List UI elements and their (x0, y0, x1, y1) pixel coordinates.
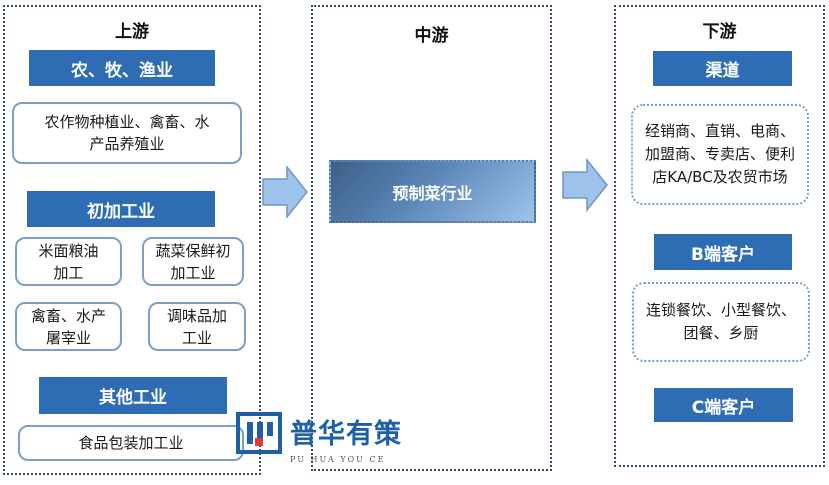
item-agriculture-text: 农作物种植业、禽畜、水产品养殖业 (44, 113, 210, 153)
midstream-title: 中游 (414, 26, 449, 46)
item-grain-oil: 米面粮油加工 (15, 237, 122, 286)
downstream-title: 下游 (702, 22, 737, 42)
upstream-title: 上游 (115, 22, 149, 42)
header-b-client: B端客户 (654, 234, 792, 270)
prepared-food-industry-box: 预制菜行业 (329, 160, 536, 223)
downstream-panel: 下游 (614, 5, 825, 467)
arrow-upstream-to-midstream (262, 165, 308, 219)
logo-subtitle: PU HUA YOU CE (290, 455, 386, 464)
channel-list-text: 经销商、直销、电商、加盟商、专卖店、便利店KA/BC及农贸市场 (644, 122, 795, 186)
item-packaging: 食品包装加工业 (18, 425, 244, 461)
b-client-list: 连锁餐饮、小型餐饮、团餐、乡厨 (632, 282, 810, 362)
header-channel: 渠道 (653, 51, 792, 86)
header-c-client: C端客户 (654, 388, 793, 422)
item-agriculture: 农作物种植业、禽畜、水产品养殖业 (12, 102, 242, 164)
logo-name: 普华有策 (290, 419, 402, 450)
item-vegetable-text: 蔬菜保鲜初加工业 (155, 241, 231, 282)
header-primary-processing: 初加工业 (27, 191, 215, 227)
header-agriculture: 农、牧、渔业 (29, 50, 215, 86)
puhua-logo-icon (236, 412, 282, 454)
item-seasoning: 调味品加工业 (148, 302, 246, 351)
arrow-midstream-to-downstream (562, 158, 608, 212)
item-vegetable: 蔬菜保鲜初加工业 (142, 237, 244, 286)
item-seasoning-text: 调味品加工业 (166, 306, 227, 347)
item-packaging-text: 食品包装加工业 (78, 434, 184, 452)
header-other-industry: 其他工业 (39, 377, 227, 414)
upstream-panel: 上游 (3, 5, 261, 475)
item-slaughter: 禽畜、水产屠宰业 (15, 302, 122, 351)
channel-list: 经销商、直销、电商、加盟商、专卖店、便利店KA/BC及农贸市场 (631, 104, 809, 205)
item-grain-oil-text: 米面粮油加工 (38, 241, 99, 282)
b-client-list-text: 连锁餐饮、小型餐饮、团餐、乡厨 (645, 301, 796, 342)
item-slaughter-text: 禽畜、水产屠宰业 (30, 306, 106, 347)
midstream-panel: 中游 (311, 5, 552, 471)
